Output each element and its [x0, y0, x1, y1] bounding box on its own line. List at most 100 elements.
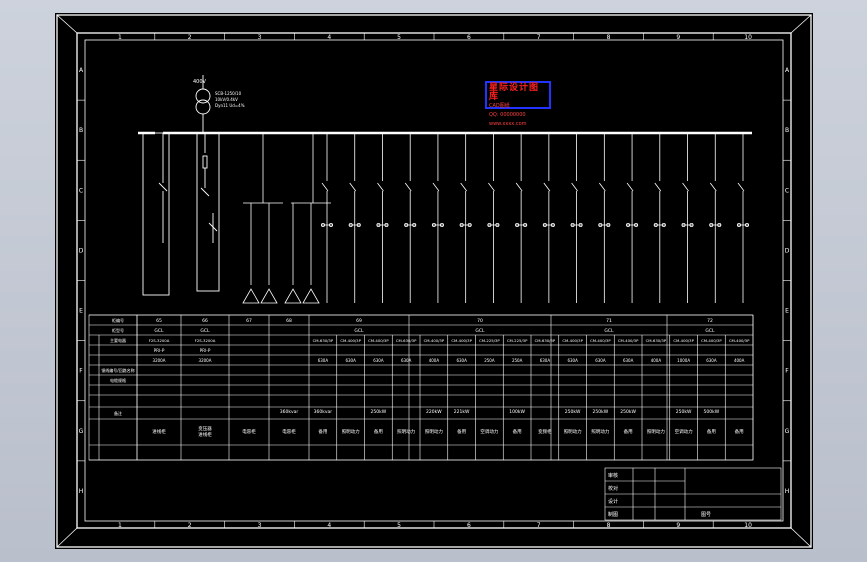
ct-model: PRI-P [154, 348, 165, 353]
loop-name: 备用 [513, 428, 522, 435]
feeder-circuit [348, 133, 361, 303]
load-capacity: 221kW [454, 409, 470, 415]
frame-col-label: 3 [258, 34, 262, 41]
frame-col-label: 1 [118, 522, 122, 529]
loop-name: 进线柜 [198, 431, 212, 438]
frame-col-label: 1 [118, 34, 122, 41]
cabinet-number: 65 [156, 318, 162, 324]
cabinet-number: 71 [606, 318, 612, 324]
breaker-model: CM-400/3P [618, 338, 639, 343]
feeder-circuit [487, 133, 500, 303]
cabinet-number: 72 [707, 318, 713, 324]
breaker-model: CM-400/3P [673, 338, 694, 343]
rated-current: 400A [429, 358, 440, 363]
feeder-circuit [709, 133, 722, 303]
loop-name: 备用 [318, 428, 327, 435]
breaker-model: CM-630/3P [313, 338, 334, 343]
breaker-model: CM-400/3P [590, 338, 611, 343]
feeder-circuit [737, 133, 750, 303]
feeder-circuit [376, 133, 389, 303]
frame-row-label: C [785, 187, 789, 194]
title-block [604, 467, 782, 521]
load-capacity: 100kW [509, 409, 525, 415]
frame-row-label: C [79, 187, 83, 194]
corner-marks [56, 14, 812, 548]
rated-current: 630A [595, 358, 606, 363]
loop-name: 电容柜 [242, 428, 256, 435]
incoming-cabinet-1 [142, 132, 170, 296]
feeder-circuit [404, 133, 417, 303]
loop-name: 备用 [735, 428, 744, 435]
frame-col-label: 10 [744, 34, 752, 41]
frame-row-label: B [785, 127, 789, 134]
frame-col-label: 4 [327, 34, 331, 41]
loop-name: 备用 [457, 428, 466, 435]
stamp-title: 星际设计图库 [489, 83, 540, 102]
rated-current: 1000A [677, 358, 690, 363]
title-label-check: 校对 [608, 485, 618, 492]
outer-border [56, 14, 812, 548]
table-row-header: 主要电器 [110, 337, 126, 343]
frame-row-label: G [79, 428, 84, 435]
feeder-circuit [598, 133, 611, 303]
frame-col-label: 9 [676, 34, 680, 41]
breaker-model: CM-400/3P [451, 338, 472, 343]
loop-name: 空调动力 [480, 428, 498, 435]
cabinet-type: GCL [154, 328, 164, 334]
load-capacity: 220kW [426, 409, 442, 415]
rated-current: 630A [567, 358, 578, 363]
cabinet-number: 66 [202, 318, 208, 324]
frame-border [76, 32, 792, 529]
rated-current: 630A [456, 358, 467, 363]
rated-current: 630A [318, 358, 329, 363]
load-capacity: 500kW [704, 409, 720, 415]
rated-current: 3200A [153, 358, 166, 363]
frame-col-label: 2 [188, 34, 192, 41]
load-capacity: 250kW [620, 409, 636, 415]
cabinet-type: GCL [354, 328, 364, 334]
frame-col-label: 6 [467, 34, 471, 41]
breaker-model: CM-400/3P [368, 338, 389, 343]
frame-col-label: 10 [744, 522, 752, 529]
feeder-circuit [431, 133, 444, 303]
frame-row-label: H [785, 488, 790, 495]
transformer-symbol [195, 75, 211, 133]
cabinet-number: 69 [356, 318, 362, 324]
capacitor-cabinets [242, 133, 331, 304]
cabinet-type: GCL [705, 328, 715, 334]
stamp-contact: QQ: 00000000 www.xxxx.com [489, 112, 527, 127]
breaker-model: CM-400/3P [424, 338, 445, 343]
drawing-border [84, 39, 784, 522]
frame-row-label: E [785, 308, 789, 315]
rated-current: 630A [401, 358, 412, 363]
frame-col-label: 6 [467, 522, 471, 529]
frame-col-label: 5 [397, 522, 401, 529]
frame-col-label: 4 [327, 522, 331, 529]
table-row-header: 柜型号 [112, 327, 124, 333]
loop-name: 照明动力 [647, 428, 665, 435]
breaker-model: CM-225/3P [479, 338, 500, 343]
breaker-model: F2S-3200A [195, 338, 216, 343]
load-capacity: 250kW [593, 409, 609, 415]
loop-name: 照明动力 [591, 428, 609, 435]
loop-name: 进线柜 [152, 428, 166, 435]
frame-row-label: A [785, 67, 790, 74]
loop-name: 照明动力 [397, 428, 415, 435]
breaker-model: CM-225/3P [507, 338, 528, 343]
breaker-model: CM-630/3P [396, 338, 417, 343]
loop-name: 照明动力 [564, 428, 582, 435]
rated-current: 400A [734, 358, 745, 363]
breaker-model: CM-630/3P [535, 338, 556, 343]
frame-row-label: D [79, 247, 84, 254]
stamp-subtitle: CAD图纸 [489, 103, 510, 109]
incoming-cabinet-2 [196, 132, 220, 292]
rated-current: 250A [484, 358, 495, 363]
load-capacity: 250kW [371, 409, 387, 415]
load-capacity: 250kW [565, 409, 581, 415]
frame-row-label: D [785, 247, 790, 254]
frame-col-label: 7 [537, 34, 541, 41]
load-capacity: 360kvar [280, 409, 299, 415]
frame-row-label: F [79, 368, 83, 375]
table-row-header: 电缆规格 [110, 377, 126, 383]
